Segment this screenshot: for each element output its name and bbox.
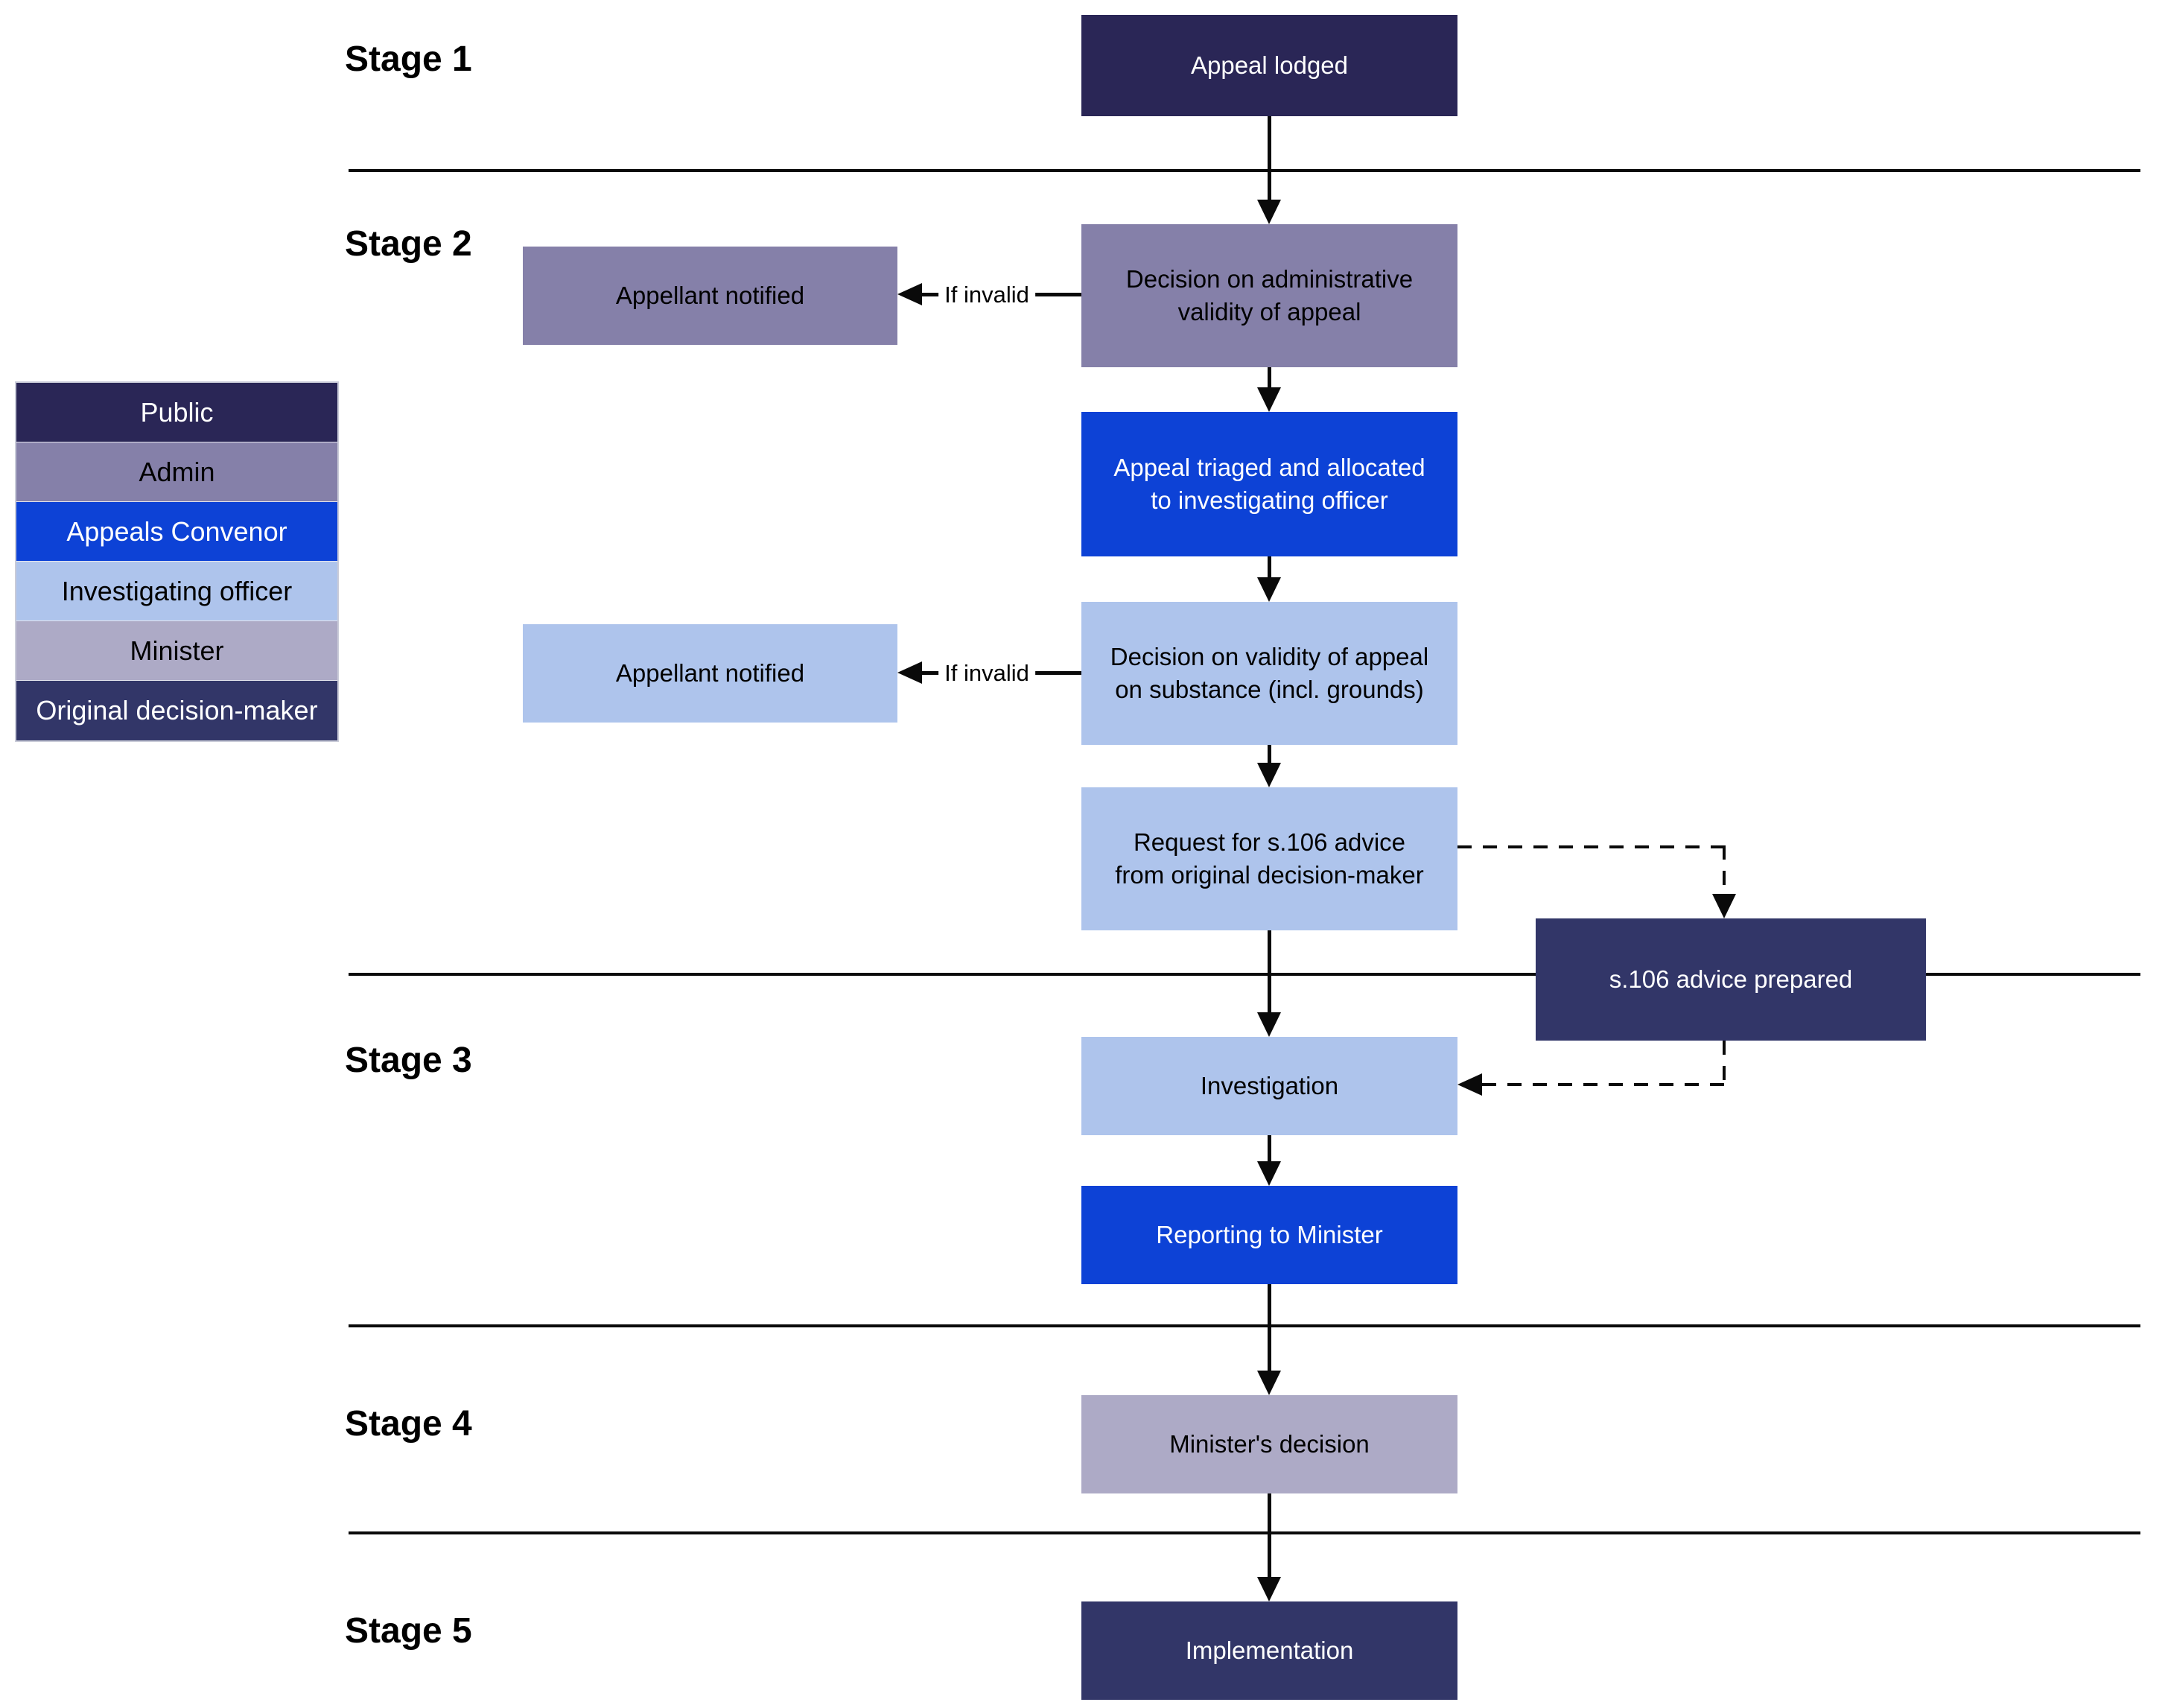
node-investigation: Investigation: [1081, 1037, 1457, 1135]
arrow-reporting-to-decision-line: [1268, 1284, 1271, 1371]
arrowhead-down-icon: [1712, 894, 1736, 918]
dashed-s106-to-investigation-vertical: [1723, 1041, 1726, 1085]
node-request-s106-advice: Request for s.106 advice from original d…: [1081, 787, 1457, 930]
arrow-appeal-to-decision-line: [1268, 116, 1271, 200]
if-invalid-label-1: If invalid: [938, 280, 1035, 310]
stage-separator-2: [349, 973, 2140, 976]
legend-item-admin: Admin: [16, 442, 337, 502]
node-decision-validity-substance: Decision on validity of appeal on substa…: [1081, 602, 1457, 745]
node-ministers-decision: Minister's decision: [1081, 1395, 1457, 1493]
dashed-request-to-s106-vertical: [1723, 845, 1726, 895]
stage-separator-3: [349, 1324, 2140, 1327]
arrow-request-to-investigation-line: [1268, 930, 1271, 1012]
arrowhead-down-icon: [1257, 763, 1281, 787]
if-invalid-label-2: If invalid: [938, 658, 1035, 688]
legend-item-appeals-convenor: Appeals Convenor: [16, 502, 337, 562]
arrowhead-down-icon: [1257, 1012, 1281, 1037]
arrowhead-down-icon: [1257, 1371, 1281, 1395]
node-appellant-notified-officer: Appellant notified: [523, 624, 897, 723]
arrowhead-down-icon: [1257, 1577, 1281, 1601]
node-appellant-notified-admin: Appellant notified: [523, 247, 897, 345]
node-reporting-to-minister: Reporting to Minister: [1081, 1186, 1457, 1284]
role-legend: Public Admin Appeals Convenor Investigat…: [15, 381, 339, 742]
legend-item-public: Public: [16, 383, 337, 442]
arrowhead-down-icon: [1257, 200, 1281, 224]
stage-1-label: Stage 1: [345, 39, 472, 79]
legend-item-original-decision-maker: Original decision-maker: [16, 681, 337, 740]
stage-separator-4: [349, 1531, 2140, 1534]
stage-4-label: Stage 4: [345, 1404, 472, 1444]
arrow-triage-to-validity-line: [1268, 556, 1271, 577]
node-s106-advice-prepared: s.106 advice prepared: [1536, 918, 1926, 1041]
arrow-decision-to-triage-line: [1268, 367, 1271, 387]
node-appeal-triaged: Appeal triaged and allocated to investig…: [1081, 412, 1457, 556]
node-appeal-lodged: Appeal lodged: [1081, 15, 1457, 116]
arrowhead-down-icon: [1257, 577, 1281, 602]
arrowhead-left-icon: [897, 661, 922, 684]
arrow-decision-to-implementation-line: [1268, 1493, 1271, 1577]
node-decision-administrative-validity: Decision on administrative validity of a…: [1081, 224, 1457, 367]
stage-separator-1: [349, 169, 2140, 172]
legend-item-investigating-officer: Investigating officer: [16, 562, 337, 621]
arrowhead-down-icon: [1257, 387, 1281, 412]
stage-2-label: Stage 2: [345, 224, 472, 264]
node-implementation: Implementation: [1081, 1601, 1457, 1700]
stage-5-label: Stage 5: [345, 1611, 472, 1651]
dashed-s106-to-investigation-horizontal: [1482, 1083, 1726, 1086]
arrowhead-left-icon: [1457, 1073, 1482, 1096]
arrow-investigation-to-reporting-line: [1268, 1135, 1271, 1161]
arrowhead-down-icon: [1257, 1161, 1281, 1186]
stage-3-label: Stage 3: [345, 1041, 472, 1080]
dashed-request-to-s106-horizontal: [1457, 845, 1726, 848]
arrowhead-left-icon: [897, 283, 922, 305]
arrow-validity-to-request-line: [1268, 745, 1271, 763]
legend-item-minister: Minister: [16, 621, 337, 681]
